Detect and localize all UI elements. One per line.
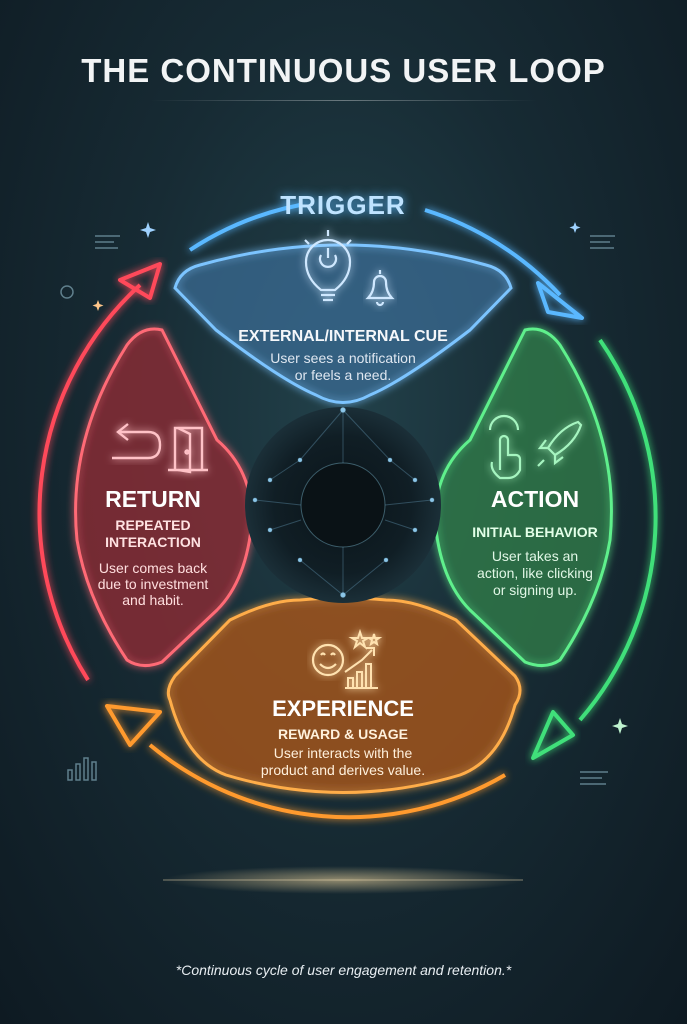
outer-arc-experience — [148, 743, 507, 820]
experience-description: User interacts with the product and deri… — [213, 745, 473, 779]
decor-widgets — [60, 235, 615, 785]
return-arrow-icon — [112, 423, 162, 460]
action-title: ACTION — [490, 486, 580, 512]
door-exit-icon — [168, 426, 208, 474]
action-subtitle: INITIAL BEHAVIOR — [472, 524, 598, 540]
trigger-title: EXTERNAL/INTERNAL CUE — [238, 328, 448, 345]
arrowhead-return — [118, 262, 162, 300]
trigger-description: User sees a notification or feels a need… — [213, 350, 473, 384]
trigger-description-line: User sees a notification — [270, 350, 416, 366]
lightbulb-power-icon — [304, 230, 352, 302]
footnote: *Continuous cycle of user engagement and… — [175, 962, 512, 978]
arrowhead-trigger — [536, 281, 584, 320]
action-description-line: User takes an — [491, 548, 579, 564]
return-subtitle: REPEATED INTERACTION — [78, 517, 228, 551]
bell-icon — [365, 270, 395, 307]
outer-arc-trigger-left — [188, 203, 301, 252]
title-divider — [150, 100, 537, 101]
arrowhead-action — [531, 710, 575, 760]
outer-arc-return — [37, 283, 142, 682]
sparkle-decor — [92, 222, 628, 734]
page-title: THE CONTINUOUS USER LOOP — [81, 52, 606, 89]
experience-title: EXPERIENCE — [272, 696, 414, 721]
return-subtitle-line: INTERACTION — [105, 534, 201, 550]
trigger-heading: TRIGGER — [280, 190, 406, 220]
pointer-hand-icon — [488, 414, 522, 480]
return-description-line: and habit. — [122, 592, 184, 608]
experience-subtitle: REWARD & USAGE — [278, 726, 408, 742]
action-description-line: action, like clicking — [477, 565, 593, 581]
outer-arc-action — [578, 338, 658, 722]
experience-description-line: User interacts with the — [273, 745, 413, 761]
trigger-description-line: or feels a need. — [294, 367, 392, 383]
quadrant-experience — [166, 596, 522, 794]
return-description-line: due to investment — [97, 576, 209, 592]
return-title: RETURN — [105, 486, 201, 512]
smiley-icon — [311, 643, 345, 677]
return-description-line: User comes back — [98, 560, 208, 576]
network-lines — [252, 407, 435, 598]
return-description: User comes back due to investment and ha… — [78, 560, 228, 608]
experience-description-line: product and derives value. — [260, 762, 426, 778]
action-description: User takes an action, like clicking or s… — [455, 548, 615, 599]
quadrant-trigger — [173, 243, 513, 404]
center-core — [300, 462, 386, 548]
rocket-icon — [537, 420, 583, 467]
growth-chart-icon — [344, 628, 383, 689]
arrowhead-experience — [105, 704, 162, 747]
return-subtitle-line: REPEATED — [115, 517, 191, 533]
action-description-line: or signing up. — [492, 582, 578, 598]
outer-arc-trigger-right — [424, 208, 562, 297]
